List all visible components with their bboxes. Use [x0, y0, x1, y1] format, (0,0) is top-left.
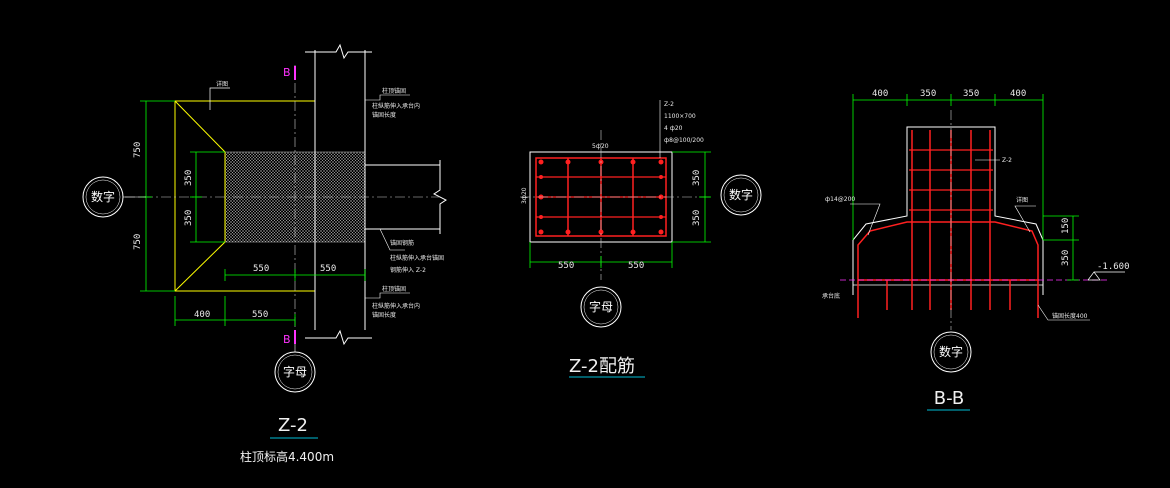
rebar-top-bars: 5ф20: [592, 143, 609, 150]
dim-label: 350: [692, 210, 702, 226]
plan-view: B B 750 750 350 350 55: [82, 43, 447, 464]
leader-line: [379, 228, 405, 251]
note-bottom-left: 承台底: [822, 292, 840, 300]
leader-line: [1014, 205, 1036, 233]
rebar-label: 1100×700: [664, 113, 696, 120]
note-right: 锚固长度: [372, 111, 396, 119]
elevation-label: -1.600: [1097, 262, 1130, 272]
axis-bubble: [720, 174, 762, 216]
bubble-label: 数字: [729, 187, 753, 202]
leader-line: [1037, 304, 1090, 321]
elevation-marker: [1087, 271, 1101, 281]
leader-line: [209, 87, 230, 110]
axis-bubble: [583, 289, 619, 325]
dimension-left: [140, 100, 225, 292]
section-bb-title: B-B: [934, 388, 965, 409]
bubble-label: 字母: [283, 364, 307, 379]
rebar-section-view: Z-2 1100×700 4 ф20 ф8@100/200 5ф20 3ф20 …: [520, 100, 762, 378]
note-left: ф14@200: [825, 196, 855, 203]
rebar-dots: [538, 159, 664, 235]
axis-bubble: [933, 334, 969, 370]
axis-bubble: [723, 177, 759, 213]
dim-label: 550: [558, 261, 574, 271]
plan-subtitle: 柱顶标高4.400m: [240, 449, 334, 464]
plan-title: Z-2: [278, 415, 308, 436]
dim-label: 550: [628, 261, 644, 271]
note-right: 锚固长度: [372, 311, 396, 319]
chamfer-line: [174, 100, 226, 153]
rebar-label: 4 ф20: [664, 125, 683, 132]
note-right: 钢筋伸入 Z-2: [390, 266, 426, 274]
note-right: 柱纵筋伸入承台内: [372, 302, 420, 310]
note-right: 柱顶锚固: [382, 285, 406, 293]
dim-label: 400: [872, 89, 888, 99]
note-top: 详图: [216, 80, 228, 88]
bubble-label: 字母: [589, 299, 613, 314]
axis-bubble: [580, 286, 622, 328]
dim-label: 150: [1061, 218, 1071, 234]
axis-bubble: [277, 354, 313, 390]
dim-label: 350: [184, 210, 194, 226]
note-right: 柱纵筋伸入承台内: [372, 102, 420, 110]
chamfer-line: [174, 241, 226, 292]
bubble-label: 数字: [91, 189, 115, 204]
dim-label: 400: [194, 310, 210, 320]
cap-outline-section: [852, 126, 1044, 295]
dim-label: 350: [692, 170, 702, 186]
dim-label: 350: [963, 89, 979, 99]
note-right: 柱顶锚固: [382, 87, 406, 95]
dim-label: 350: [184, 170, 194, 186]
dim-label: 350: [1061, 250, 1071, 266]
dim-label: 350: [920, 89, 936, 99]
dimension-right: [529, 151, 711, 268]
dim-label: 750: [133, 142, 143, 158]
cap-rebar: [857, 221, 1039, 275]
leader-line: [850, 203, 881, 236]
column-label: Z-2: [1002, 157, 1012, 164]
break-symbol: [305, 43, 372, 60]
dim-label: 400: [1010, 89, 1026, 99]
dim-label: 550: [320, 264, 336, 274]
leader-line: [365, 292, 410, 299]
note-right: 锚固钢筋: [390, 239, 414, 247]
section-bb-view: 400 350 350 400 150 350 -1.600 Z-2 ф14@2…: [822, 89, 1130, 411]
leader-line: [365, 94, 410, 101]
dim-label: 750: [133, 234, 143, 250]
rebar-side-bars: 3ф20: [521, 187, 528, 204]
dimension-right: [1043, 215, 1079, 281]
note-right: 柱纵筋伸入承台锚固: [390, 254, 444, 262]
section-mark-bottom: B: [283, 333, 291, 346]
dimension-top: [852, 94, 1044, 240]
dimension-bottom: [174, 269, 366, 326]
bubble-label: 数字: [939, 344, 963, 359]
note-bottom-right: 锚固长度400: [1052, 312, 1088, 320]
note-right: 详图: [1016, 196, 1028, 204]
dim-label: 550: [253, 264, 269, 274]
pile-rebar: [857, 275, 1039, 318]
section-mark-top: B: [283, 66, 291, 79]
rebar-label: ф8@100/200: [664, 137, 704, 144]
break-symbol: [305, 329, 372, 346]
dim-label: 550: [252, 310, 268, 320]
rebar-label: Z-2: [664, 101, 674, 108]
rebar-section-title: Z-2配筋: [569, 356, 635, 377]
axis-bubble: [930, 331, 972, 373]
axis-bubble: [85, 179, 121, 215]
